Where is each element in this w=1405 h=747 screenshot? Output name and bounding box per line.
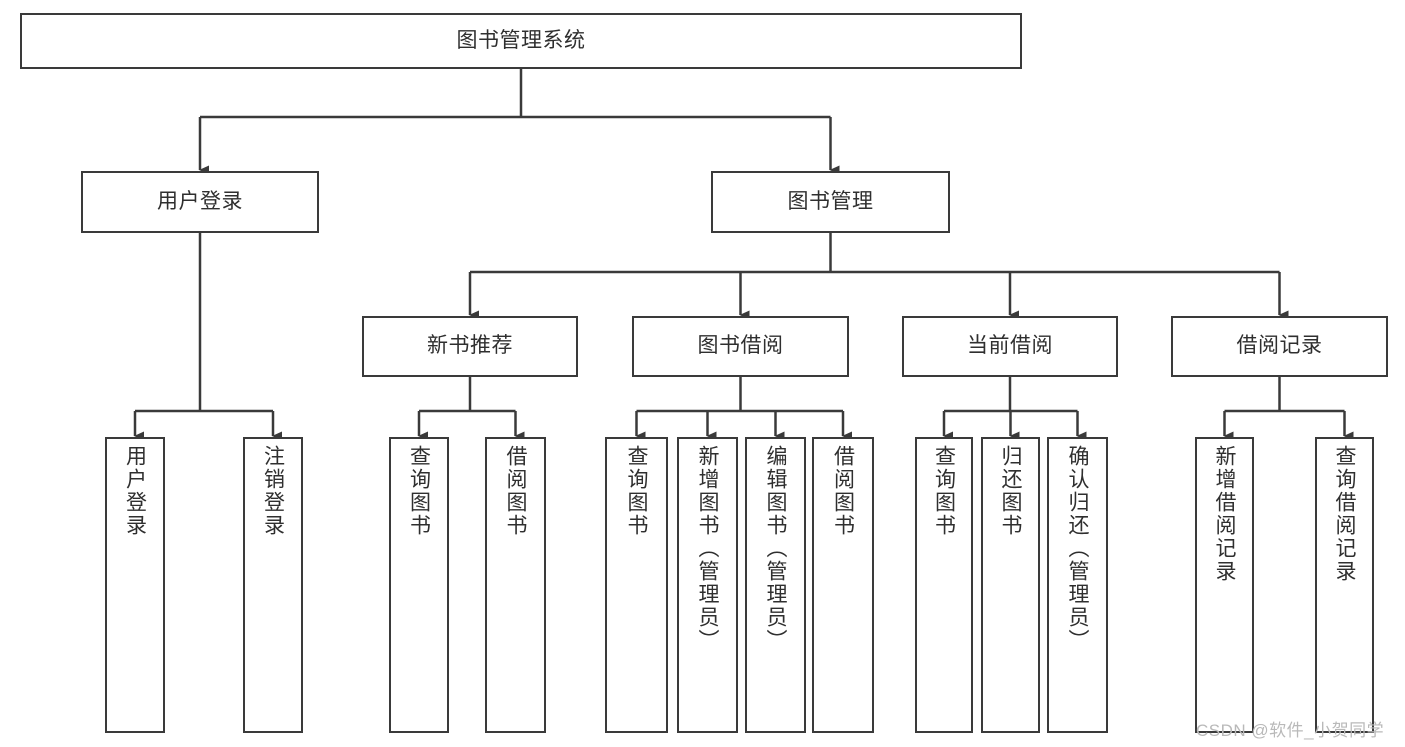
node-root[interactable]: 图书管理系统 xyxy=(20,13,1022,69)
node-label: 用户登录 xyxy=(157,189,243,213)
node-label: 新增借阅记录 xyxy=(1213,445,1236,583)
node-label: 编辑图书（管理员） xyxy=(764,445,787,652)
node-borrow-record[interactable]: 借阅记录 xyxy=(1171,316,1388,377)
node-label: 确认归还（管理员） xyxy=(1066,445,1089,652)
node-label: 查询图书 xyxy=(407,445,431,537)
node-label: 新增图书（管理员） xyxy=(696,445,719,652)
node-leaf-query-book-b[interactable]: 查询图书 xyxy=(605,437,668,733)
node-leaf-borrow-book-b[interactable]: 借阅图书 xyxy=(812,437,874,733)
node-label: 归还图书 xyxy=(999,445,1022,537)
connector-lines xyxy=(133,69,1354,441)
node-label: 当前借阅 xyxy=(967,334,1053,358)
node-label: 借阅图书 xyxy=(504,445,527,537)
node-book-manage[interactable]: 图书管理 xyxy=(711,171,950,233)
node-user-login[interactable]: 用户登录 xyxy=(81,171,319,233)
node-leaf-edit-book[interactable]: 编辑图书（管理员） xyxy=(745,437,806,733)
node-leaf-query-book-c[interactable]: 查询图书 xyxy=(915,437,973,733)
node-leaf-add-record[interactable]: 新增借阅记录 xyxy=(1195,437,1254,733)
node-label: 图书借阅 xyxy=(697,334,784,358)
node-leaf-borrow-book-a[interactable]: 借阅图书 xyxy=(485,437,546,733)
node-label: 新书推荐 xyxy=(427,334,513,358)
node-label: 查询图书 xyxy=(932,445,956,537)
node-leaf-query-book-a[interactable]: 查询图书 xyxy=(389,437,449,733)
node-label: 借阅图书 xyxy=(831,445,855,537)
node-leaf-user-login[interactable]: 用户登录 xyxy=(105,437,165,733)
node-new-book-rec[interactable]: 新书推荐 xyxy=(362,316,578,377)
node-leaf-logout[interactable]: 注销登录 xyxy=(243,437,303,733)
node-leaf-confirm-return[interactable]: 确认归还（管理员） xyxy=(1047,437,1108,733)
node-leaf-query-record[interactable]: 查询借阅记录 xyxy=(1315,437,1374,733)
node-book-borrow[interactable]: 图书借阅 xyxy=(632,316,849,377)
node-label: 查询图书 xyxy=(625,445,648,537)
node-label: 借阅记录 xyxy=(1236,334,1323,358)
node-label: 图书管理系统 xyxy=(456,28,586,52)
node-label: 注销登录 xyxy=(261,445,285,537)
node-current-borrow[interactable]: 当前借阅 xyxy=(902,316,1118,377)
node-leaf-return-book[interactable]: 归还图书 xyxy=(981,437,1040,733)
node-label: 查询借阅记录 xyxy=(1333,445,1356,583)
node-label: 图书管理 xyxy=(787,189,874,213)
node-label: 用户登录 xyxy=(123,445,147,537)
node-leaf-add-book[interactable]: 新增图书（管理员） xyxy=(677,437,738,733)
